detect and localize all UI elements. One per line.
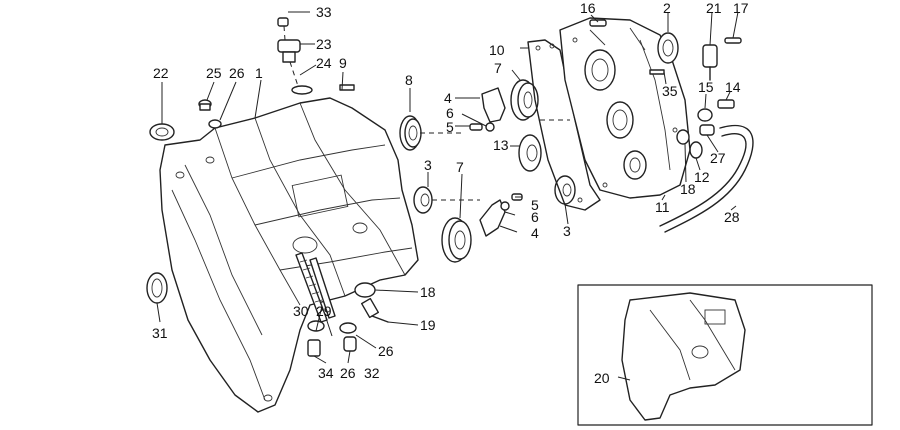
callout-13: 13 <box>493 137 509 153</box>
callout-18-right: 18 <box>680 181 696 197</box>
callout-4-top: 4 <box>444 90 452 106</box>
fitting-14 <box>717 99 735 109</box>
callout-29: 29 <box>316 303 332 319</box>
callout-23: 23 <box>316 36 332 52</box>
washer-6-bottom <box>500 201 510 211</box>
callout-22: 22 <box>153 65 169 81</box>
callout-25: 25 <box>206 65 222 81</box>
bolt-5-top <box>469 123 483 131</box>
callout-26-bottom: 26 <box>340 365 356 381</box>
o-ring-24 <box>291 85 313 95</box>
pin-35 <box>649 69 665 75</box>
bearing-7-left <box>441 217 472 263</box>
bearing-13 <box>518 134 542 172</box>
callout-3-right: 3 <box>563 223 571 239</box>
shaft-29 <box>309 257 336 319</box>
callout-6-bottom: 6 <box>531 209 539 225</box>
callout-24: 24 <box>316 55 332 71</box>
inset-box <box>577 284 873 426</box>
o-ring-12 <box>689 141 703 159</box>
bearing-3-left <box>413 186 433 214</box>
callout-15: 15 <box>698 79 714 95</box>
fitting-15 <box>697 108 713 122</box>
callout-10: 10 <box>489 42 505 58</box>
callout-33: 33 <box>316 4 332 20</box>
callout-14: 14 <box>725 79 741 95</box>
callout-16: 16 <box>580 0 596 16</box>
washer-26-right <box>339 322 357 334</box>
callout-7-top: 7 <box>494 60 502 76</box>
callout-34: 34 <box>318 365 334 381</box>
callout-26-top: 26 <box>229 65 245 81</box>
callout-30: 30 <box>293 303 309 319</box>
bearing-7-right <box>510 79 539 121</box>
callout-12: 12 <box>694 169 710 185</box>
bolt-17 <box>724 37 742 44</box>
callout-9: 9 <box>339 55 347 71</box>
callout-26-right: 26 <box>378 343 394 359</box>
callout-4-bottom: 4 <box>531 225 539 241</box>
callout-2: 2 <box>663 0 671 16</box>
callout-8: 8 <box>405 72 413 88</box>
callout-31: 31 <box>152 325 168 341</box>
callout-1: 1 <box>255 65 263 81</box>
callout-35: 35 <box>662 83 678 99</box>
washer-6-top <box>485 122 495 132</box>
plug-18-right <box>676 129 690 145</box>
callout-3-left: 3 <box>424 157 432 173</box>
rear-cover-11 <box>559 17 691 199</box>
callout-19: 19 <box>420 317 436 333</box>
callout-11: 11 <box>655 199 670 215</box>
plug-34 <box>307 339 321 357</box>
callout-5-bottom: 5 <box>531 197 539 213</box>
bolt-16 <box>589 19 607 27</box>
banjo-27 <box>699 124 715 136</box>
washer-26-top <box>208 119 222 129</box>
pin-9 <box>339 84 355 91</box>
plug-32 <box>343 336 357 352</box>
seal-ring-22 <box>149 123 175 141</box>
callout-17: 17 <box>733 0 749 16</box>
bearing-8 <box>399 115 422 151</box>
gasket-10 <box>527 39 601 211</box>
plug-25 <box>198 99 212 111</box>
plug-33 <box>277 17 289 27</box>
callout-5-top: 5 <box>446 119 454 135</box>
callout-18-left: 18 <box>420 284 436 300</box>
bearing-3-right <box>554 175 576 205</box>
callout-7-bottom: 7 <box>456 159 464 175</box>
callout-32: 32 <box>364 365 380 381</box>
callout-20: 20 <box>594 370 610 386</box>
callout-6-top: 6 <box>446 105 454 121</box>
main-housing <box>159 97 419 413</box>
hose-28 <box>659 124 754 233</box>
bracket-4-top <box>481 87 506 123</box>
seal-ring-31 <box>146 272 168 304</box>
callout-numbers: 33 23 24 9 1 25 26 22 8 4 6 5 10 7 13 3 … <box>152 0 749 386</box>
switch-19 <box>360 297 389 323</box>
callout-28: 28 <box>724 209 740 225</box>
oil-filler-cap-23 <box>277 39 301 63</box>
plug-18-left <box>354 282 376 298</box>
callout-21: 21 <box>706 0 722 16</box>
seal-ring-2 <box>657 32 679 64</box>
callout-27: 27 <box>710 150 726 166</box>
sensor-21 <box>702 44 718 81</box>
leader-lines <box>156 11 739 381</box>
